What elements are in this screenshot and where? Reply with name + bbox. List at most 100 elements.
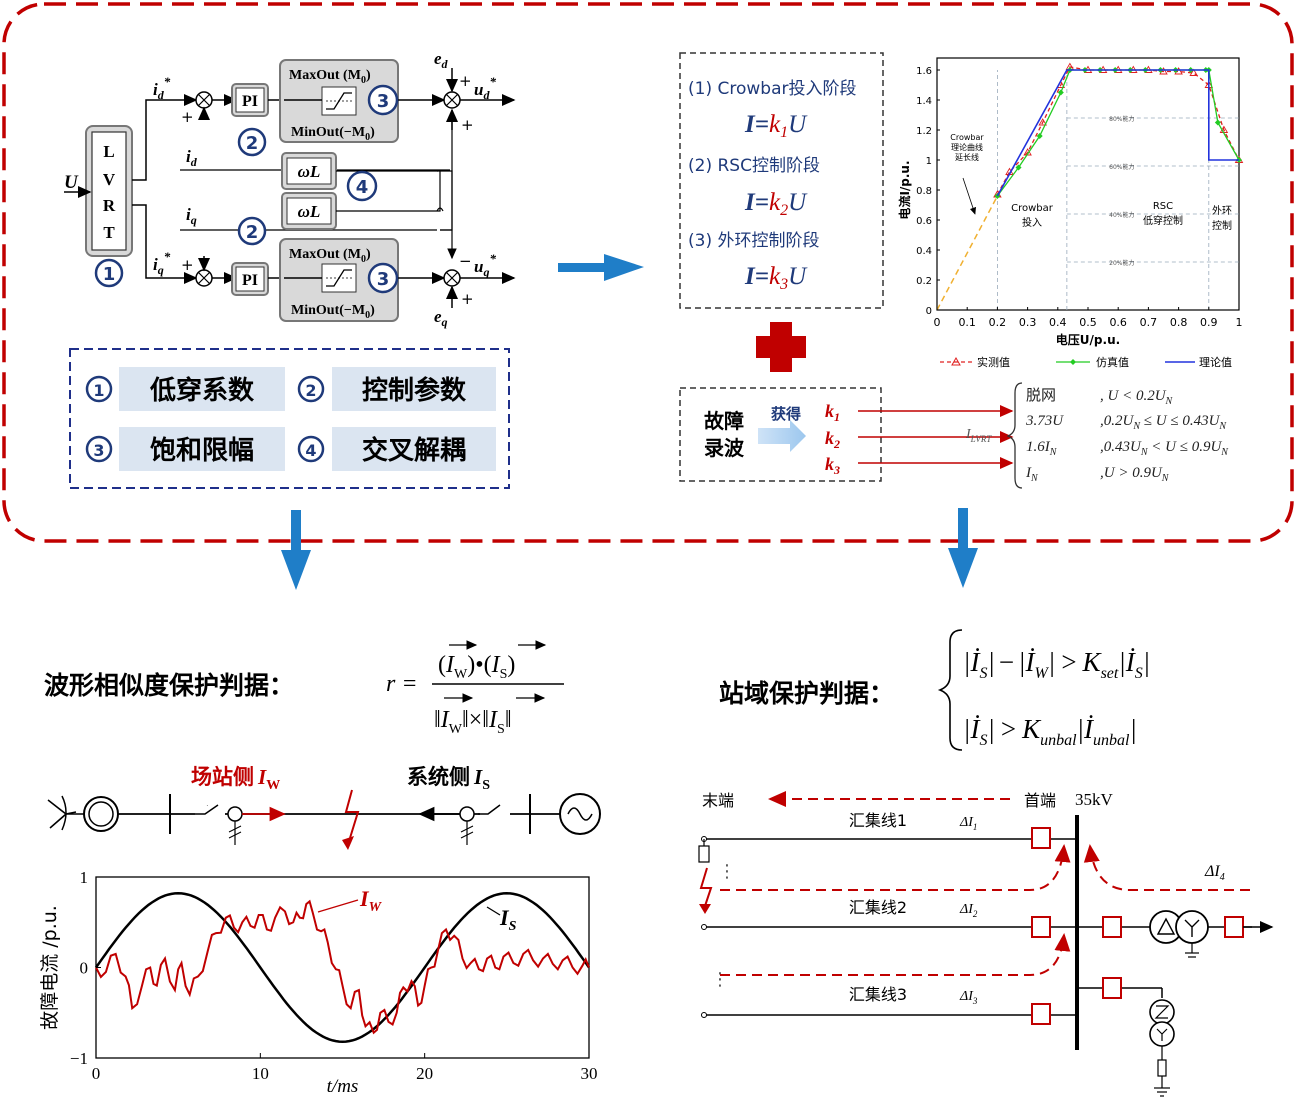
vi-point-simulated: [1015, 164, 1022, 171]
stage-2-eq: I=k2U: [744, 189, 808, 219]
piecewise-val-1: 脱网: [1026, 387, 1056, 404]
piecewise-val-3: 1.6IN: [1026, 439, 1058, 458]
recording-label-2: 录波: [704, 436, 745, 460]
sum-d2-plus-bot: +: [461, 116, 474, 134]
system-current-curve: [94, 892, 591, 1043]
feeder-fault-lightning-icon: [699, 867, 713, 907]
lvrt-letter-t: T: [103, 223, 115, 242]
vi-legend-label: 仿真值: [1096, 355, 1129, 369]
piecewise-val-2: 3.73U: [1025, 413, 1064, 429]
vi-legend-label: 理论值: [1199, 355, 1232, 369]
circled-number-3a: 3: [367, 84, 399, 116]
vi-ylabel: 电流I/p.u.: [897, 160, 912, 219]
plus-icon: [756, 322, 806, 372]
vi-annotation-crowbar-in: Crowbar: [1011, 203, 1054, 214]
vi-annotation-pointer: [962, 177, 977, 215]
svg-text:交叉解耦: 交叉解耦: [362, 435, 466, 466]
k2-label: k2: [825, 428, 840, 451]
source-icon: [559, 793, 601, 835]
vi-point-simulated: [1057, 89, 1064, 96]
vi-annotation-rsc: 低穿控制: [1143, 214, 1183, 227]
voltage-label: 35kV: [1075, 790, 1114, 809]
stage-1-eq: I=k1U: [744, 111, 808, 141]
vi-legend-label: 实测值: [977, 355, 1010, 369]
vi-legend-marker: [1070, 359, 1076, 365]
generator-icon: [83, 796, 119, 832]
circled-number-1: 1: [94, 258, 124, 288]
stage-3-eq: I=k3U: [744, 263, 808, 293]
circled-number-4: 4: [346, 170, 378, 202]
sum-d2-plus-top: +: [459, 72, 472, 90]
iw-label-pointer: [317, 899, 359, 913]
wave-xlabel: t/ms: [327, 1076, 359, 1097]
wave-ylabel: 故障电流 /p.u.: [39, 905, 61, 1030]
svg-text:⋮: ⋮: [718, 861, 736, 882]
k3-label: k3: [825, 454, 840, 477]
lvrt-letter-r: R: [103, 196, 116, 215]
fault-lightning-icon: [344, 789, 360, 839]
vi-annotation-crowbar-in: 投入: [1022, 216, 1042, 229]
lvrt-letter-l: L: [103, 142, 114, 161]
wave-ytick-label: −1: [70, 1049, 88, 1068]
wave-xtick-label: 30: [581, 1064, 598, 1083]
uq-ref-label: uq*: [474, 251, 496, 279]
domain-criterion: 站域保护判据： |İS|−|İW|>Kset|İS| |İS|>Kunbal|İ…: [719, 629, 1150, 751]
stages-box: (1) Crowbar投入阶段 I=k1U (2) RSC控制阶段 I=k2U …: [679, 52, 884, 309]
piecewise-cond-3: ,0.43UN < U ≤ 0.9UN: [1100, 439, 1229, 458]
head-label: 首端: [1024, 791, 1056, 810]
saturation-block-d: MaxOut (M0) MinOut(−M0): [279, 59, 399, 143]
stage-1-label: (1) Crowbar投入阶段: [688, 79, 856, 99]
legend-item-2: 2 控制参数: [297, 367, 496, 411]
i-lvrt-label: ILVRT: [965, 427, 992, 444]
minout-d: MinOut(−M0): [291, 125, 375, 143]
svg-text:3: 3: [93, 441, 104, 460]
vi-ytick-label: 0.2: [916, 276, 932, 287]
fault-recording-section: 故障 录波 获得 k1 k2 k3 ILVRT 脱网 , U < 0.2UN 3…: [679, 382, 1229, 489]
vi-annotation-rsc: RSC: [1153, 201, 1173, 212]
obtain-label: 获得: [771, 405, 801, 423]
vi-series-line: [996, 69, 1239, 197]
circled-number-3b: 3: [367, 262, 399, 294]
wave-numerator: (IW)•(IS): [438, 652, 515, 682]
svg-text:饱和限幅: 饱和限幅: [150, 436, 254, 466]
end-label: 末端: [702, 791, 734, 810]
vi-plot-area: [936, 57, 1240, 311]
flow-arrow-down-right: [948, 508, 978, 588]
id-label: id: [186, 147, 198, 169]
vi-xtick-label: 0.6: [1109, 316, 1127, 329]
vi-xtick-label: 0.4: [1049, 316, 1067, 329]
station-current-curve: [95, 899, 590, 1035]
vi-xtick-label: 0: [934, 316, 941, 329]
feeder-1-label: 汇集线1: [849, 811, 907, 830]
vi-xtick-label: 1: [1236, 316, 1243, 329]
vi-point-simulated: [1214, 119, 1221, 126]
eq-label: eq: [434, 307, 448, 329]
vi-crowbar-extension: [936, 195, 999, 311]
vi-xtick-label: 0.7: [1140, 316, 1158, 329]
svg-text:4: 4: [305, 441, 316, 460]
wave-xtick-label: 10: [252, 1064, 269, 1083]
feeder-2-label: 汇集线2: [849, 898, 907, 917]
delta-i3-label: ΔI3: [959, 989, 978, 1006]
svg-text:|İS|>Kunbal|İunbal|: |İS|>Kunbal|İunbal|: [963, 714, 1137, 749]
wind-turbine-icon: [47, 795, 84, 831]
id-ref-label: id*: [153, 74, 171, 102]
vi-xtick-label: 0.8: [1170, 316, 1188, 329]
domain-eq-1: |İS|−|İW|>Kset|İS|: [963, 647, 1150, 682]
sum-q2-minus: −: [459, 252, 472, 270]
pi-label-q: PI: [242, 272, 258, 289]
vi-xlabel: 电压U/p.u.: [1056, 332, 1120, 347]
domain-eq-2: |İS|>Kunbal|İunbal|: [963, 714, 1137, 749]
piecewise-cond-4: ,U > 0.9UN: [1100, 465, 1170, 484]
circled-number-2a: 2: [237, 127, 267, 157]
vi-point-measured: [1189, 68, 1198, 76]
vi-annotation-outer: 外环: [1212, 205, 1232, 217]
is-label-pointer: [486, 906, 501, 916]
sum-d1-plus: +: [181, 108, 194, 126]
vi-annotation-crowbar-ext: 延长线: [955, 152, 979, 162]
piecewise-cond-2: ,0.2UN ≤ U ≤ 0.43UN: [1100, 413, 1227, 432]
saturation-block-q: MaxOut (M0) MinOut(−M0): [279, 238, 399, 322]
iw-curve-label: IW: [359, 886, 383, 915]
vi-xtick-label: 0.1: [958, 316, 976, 329]
